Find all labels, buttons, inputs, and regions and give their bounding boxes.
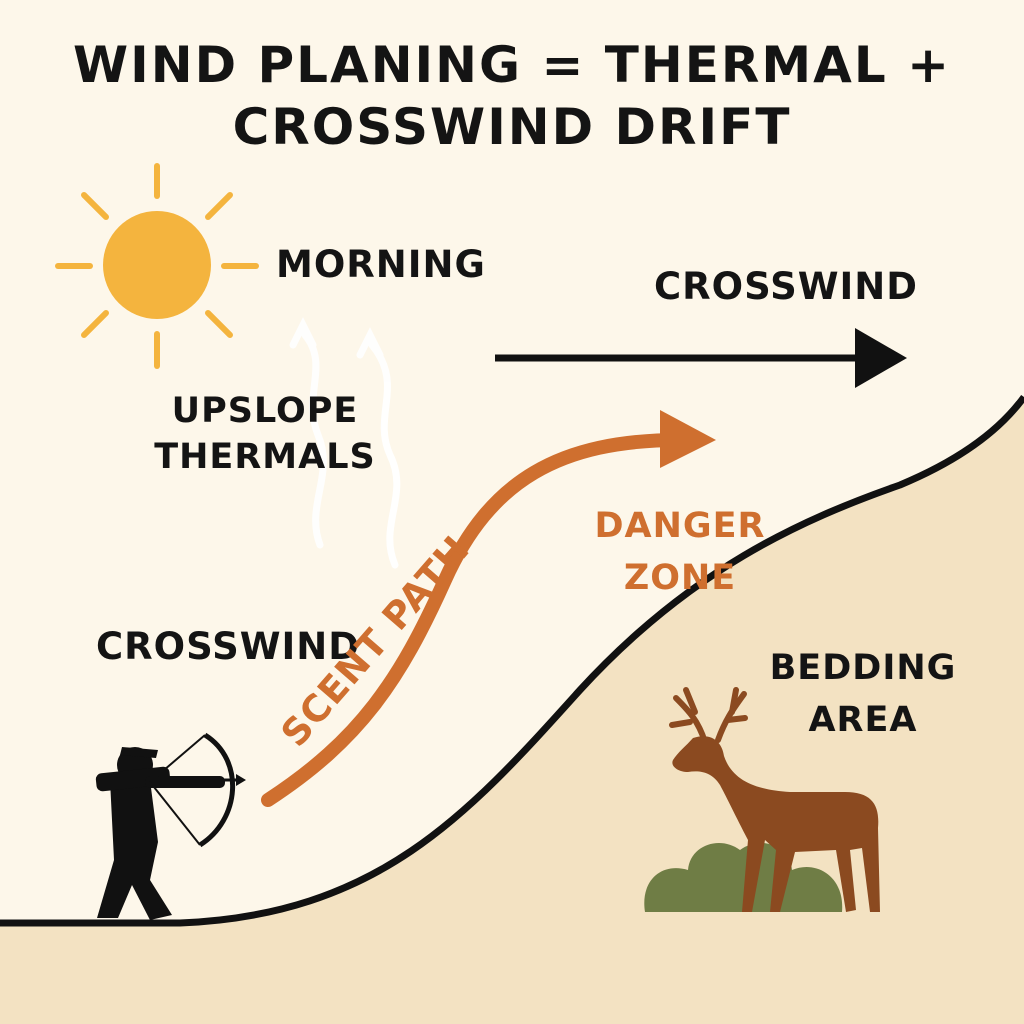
title-line-1: WIND PLANING = THERMAL + xyxy=(73,36,951,94)
archer-icon xyxy=(95,732,246,920)
crosswind-arrow-icon xyxy=(495,328,907,388)
crosswind-left-label: CROSSWIND xyxy=(96,625,360,668)
upslope-line-1: UPSLOPE xyxy=(171,391,359,431)
diagram-title: WIND PLANING = THERMAL + CROSSWIND DRIFT xyxy=(0,34,1024,158)
upslope-line-2: THERMALS xyxy=(154,437,376,477)
crosswind-top-label: CROSSWIND xyxy=(654,265,918,308)
upslope-thermals-label: UPSLOPE THERMALS xyxy=(150,388,380,480)
title-line-2: CROSSWIND DRIFT xyxy=(232,98,792,156)
danger-line-2: ZONE xyxy=(623,558,737,598)
danger-line-1: DANGER xyxy=(594,506,766,546)
bedding-line-2: AREA xyxy=(808,700,918,740)
danger-zone-label: DANGER ZONE xyxy=(578,500,782,604)
bedding-line-1: BEDDING xyxy=(769,648,957,688)
morning-label: MORNING xyxy=(276,243,486,286)
scent-path-arrow xyxy=(261,410,716,807)
thermal-arrow-icon xyxy=(289,317,401,569)
sun-icon xyxy=(55,163,259,369)
deer-icon xyxy=(669,687,880,912)
ground-line xyxy=(0,394,1024,927)
bedding-area-label: BEDDING AREA xyxy=(748,642,978,746)
bush-icon xyxy=(644,842,843,912)
